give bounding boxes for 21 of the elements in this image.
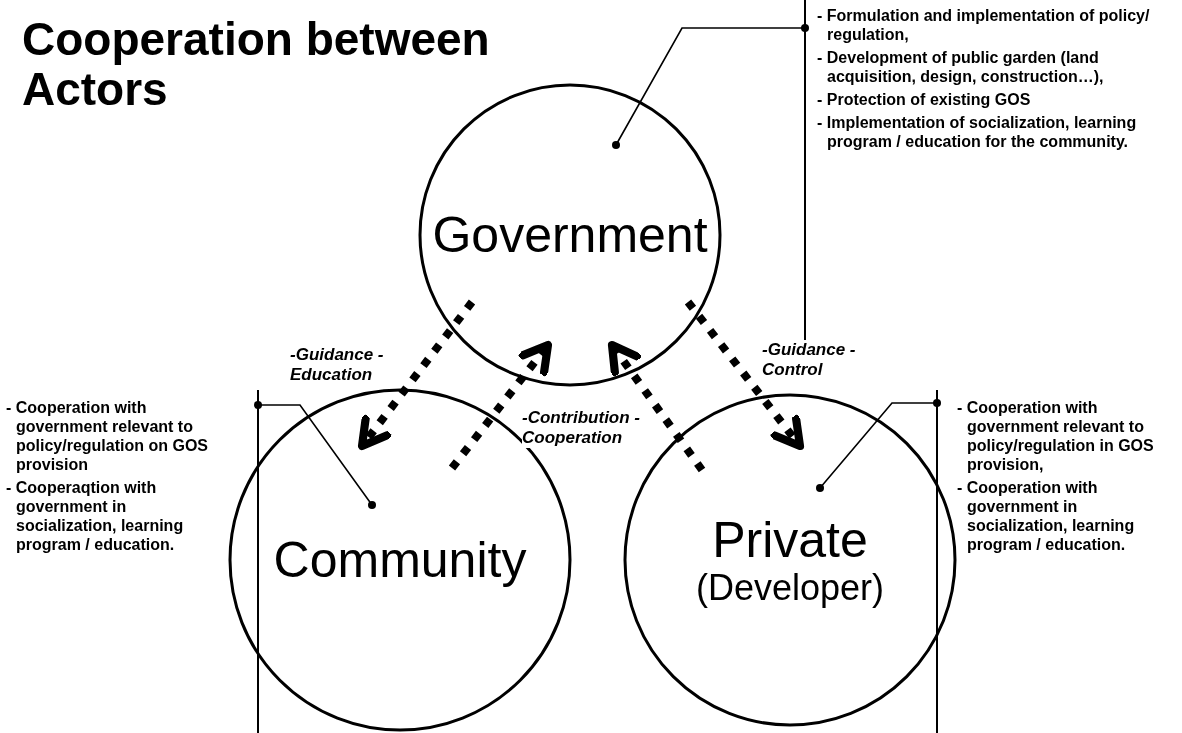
leader-line (612, 24, 809, 149)
bullet-text: - Development of public garden (land acquisition, design, construction…), (817, 48, 1105, 86)
actor-label: (Developer) (695, 567, 885, 608)
actor-label: Private (712, 512, 868, 568)
bullet-text: - Formulation and implementation of policy/ regulation, (817, 6, 1151, 44)
dotted-arrow (448, 340, 553, 471)
leader-line (254, 401, 376, 509)
bullet-text: - Protection of existing GOS (817, 90, 1032, 109)
dotted-arrow (607, 340, 706, 473)
actor-label: Government (432, 207, 708, 263)
leader-line (816, 399, 941, 492)
actor-circle (418, 83, 722, 387)
actor-label: Community (273, 532, 527, 588)
bullet-text: - Cooperaqtion with government in socialization, learning program / education. (6, 478, 185, 554)
bullet-text: - Cooperation with government in socialization, learning program / education. (957, 478, 1136, 554)
bullet-text: - Implementation of socialization, learning program / education for the community. (817, 113, 1138, 151)
title: Cooperation between Actors (22, 14, 491, 114)
bullet-text: - Cooperation with government relevant to policy/regulation on GOS provision (6, 398, 209, 474)
dotted-arrow (357, 299, 476, 451)
dotted-arrow (684, 299, 805, 451)
bullet-text: - Cooperation with government relevant to policy/regulation in GOS provision, (957, 398, 1155, 474)
